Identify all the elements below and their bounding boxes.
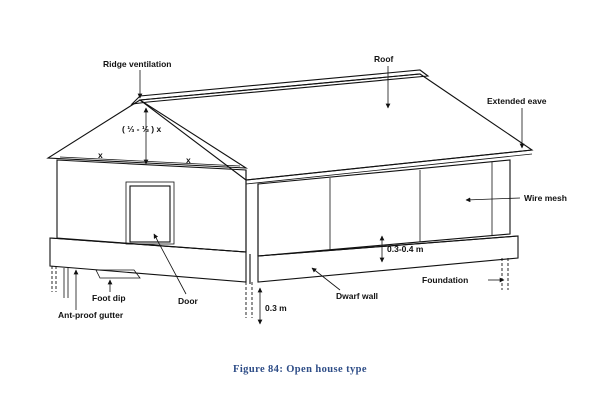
label-x-left: x: [98, 150, 103, 160]
label-foundation: Foundation: [422, 275, 468, 285]
label-foot-dip: Foot dip: [92, 293, 126, 303]
eave-edge: [245, 149, 533, 181]
door-frame: [125, 181, 175, 245]
wall-top-right: [257, 235, 519, 257]
label-ridge-ventilation: Ridge ventilation: [103, 59, 171, 69]
label-height-range: 0.3-0.4 m: [387, 244, 424, 254]
x-dimension-line: [59, 156, 241, 167]
dwarf-wall-right: [257, 235, 519, 283]
label-fraction: ( ⅓ - ⅓ ) x: [122, 124, 161, 134]
label-wire-mesh: Wire mesh: [524, 193, 567, 203]
foundation-lines: [51, 258, 509, 318]
label-extended-eave: Extended eave: [487, 96, 547, 106]
figure-caption: Figure 84: Open house type: [233, 364, 367, 375]
label-depth: 0.3 m: [265, 303, 287, 313]
leader-dwarf-wall: [311, 267, 341, 291]
leader-wire-mesh: [465, 197, 521, 203]
ridge-line: [139, 73, 421, 101]
label-roof: Roof: [374, 54, 394, 64]
wall-top-left: [49, 237, 247, 253]
foot-dip: [95, 269, 141, 279]
label-dwarf-wall: Dwarf wall: [336, 291, 378, 301]
label-x-right: x: [186, 155, 191, 165]
label-ant-proof-gutter: Ant-proof gutter: [58, 310, 124, 320]
eave-edge-lower: [245, 153, 533, 185]
left-wire-mesh-wall: [56, 159, 247, 253]
leader-door: [153, 233, 187, 295]
door: [129, 185, 171, 243]
label-door: Door: [178, 296, 199, 306]
